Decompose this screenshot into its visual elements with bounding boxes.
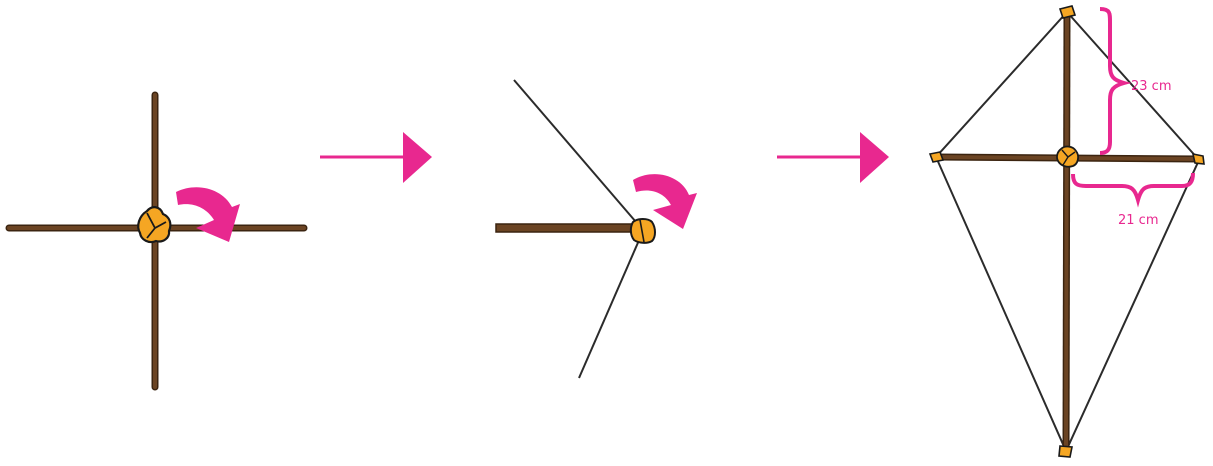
knot-icon-right xyxy=(1193,154,1204,164)
string-upper xyxy=(514,80,636,222)
stick-end xyxy=(496,224,640,232)
knot-icon xyxy=(631,219,655,243)
measure-brace-vertical xyxy=(1100,9,1124,153)
step-1-crossed-sticks xyxy=(9,95,304,387)
measure-label-top: 23 cm xyxy=(1131,79,1172,94)
knot-icon-center xyxy=(1057,147,1078,167)
step-2-string-loop xyxy=(496,80,697,378)
curved-arrow-icon xyxy=(176,187,240,242)
knot-icon-bottom xyxy=(1059,446,1072,457)
measure-label-side: 21 cm xyxy=(1118,213,1159,228)
knot-icon-top xyxy=(1060,6,1075,18)
measure-brace-horizontal xyxy=(1073,173,1193,200)
knot-icon xyxy=(138,207,170,242)
vertical-spine-stick-fill xyxy=(1066,12,1067,451)
step-arrow-1 xyxy=(320,132,432,183)
step-3-kite-frame: 23 cm 21 cm xyxy=(930,6,1204,457)
string-lower xyxy=(579,238,640,378)
knot-icon-left xyxy=(930,152,943,162)
step-arrow-2 xyxy=(777,132,889,183)
